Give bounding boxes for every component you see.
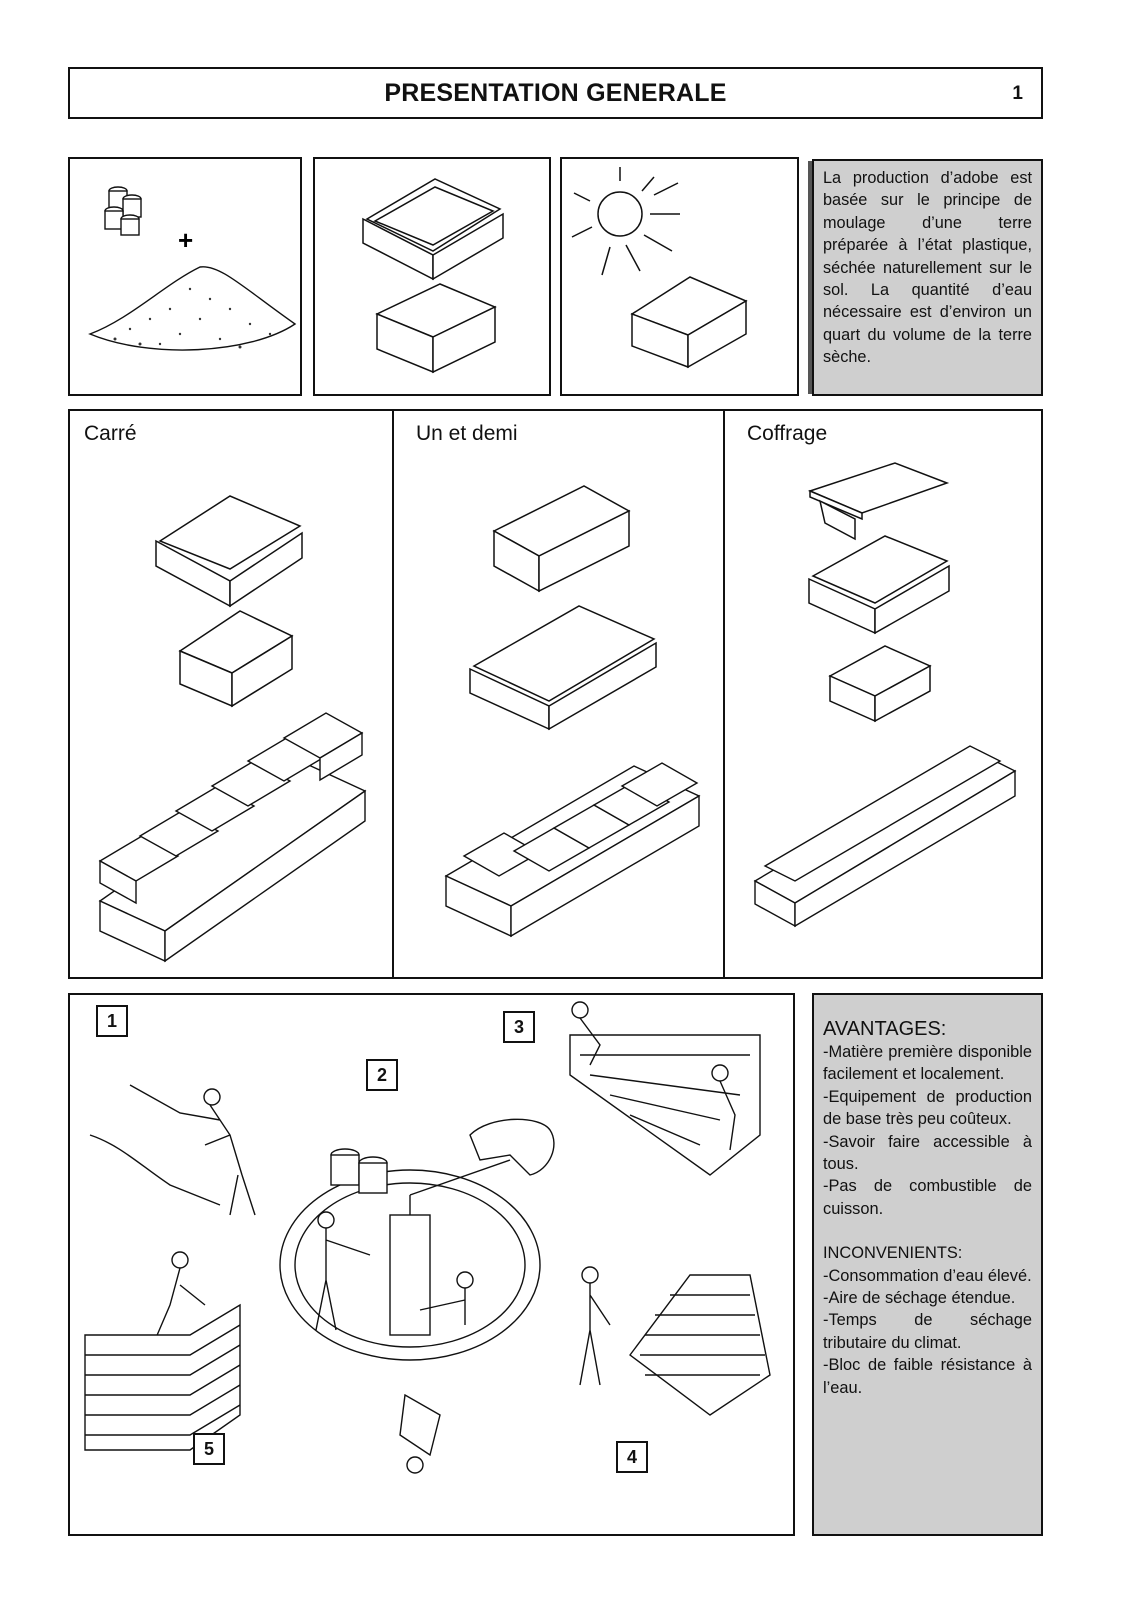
advantage-item: -Pas de combustible de cuisson. bbox=[823, 1177, 1032, 1218]
column-coffrage: Coffrage bbox=[725, 411, 1041, 977]
page-number: 1 bbox=[1012, 83, 1023, 104]
panel-sun-drying bbox=[560, 157, 799, 396]
mould-illustration bbox=[362, 178, 504, 374]
intro-text: La production d’adobe est basée sur le p… bbox=[823, 169, 1032, 367]
coffrage-illustration bbox=[753, 462, 1017, 928]
advantage-item: -Savoir faire accessible à tous. bbox=[823, 1132, 1032, 1174]
sun-icon bbox=[597, 191, 643, 237]
step-badge-5: 5 bbox=[193, 1433, 225, 1465]
column-un-et-demi: Un et demi bbox=[394, 411, 723, 977]
advantages-box: AVANTAGES: -Matière première disponible … bbox=[812, 993, 1043, 1536]
advantage-item: -Equipement de production de base très p… bbox=[823, 1087, 1032, 1129]
step-badge-3: 3 bbox=[503, 1011, 535, 1043]
advantage-item: -Matière première disponible facilement … bbox=[823, 1043, 1032, 1084]
panel-soil-water: + bbox=[68, 157, 302, 396]
soil-heap-icon bbox=[88, 266, 297, 351]
process-box: 1 2 3 4 5 bbox=[68, 993, 795, 1536]
label-coffrage: Coffrage bbox=[747, 422, 828, 445]
process-illustration bbox=[84, 1001, 771, 1474]
step-badge-2: 2 bbox=[366, 1059, 398, 1091]
column-divider bbox=[723, 411, 725, 977]
label-un-et-demi: Un et demi bbox=[416, 422, 518, 445]
inconvenient-item: -Bloc de faible résistance à l’eau. bbox=[823, 1356, 1032, 1397]
advantages-title: AVANTAGES: bbox=[823, 1018, 947, 1040]
sun-drying-illustration bbox=[571, 167, 748, 369]
label-carre: Carré bbox=[84, 422, 137, 445]
panel-mould bbox=[313, 157, 551, 396]
column-divider bbox=[392, 411, 394, 977]
inconvenient-item: -Aire de séchage étendue. bbox=[823, 1289, 1016, 1308]
inconvenients-title: INCONVENIENTS: bbox=[823, 1244, 963, 1263]
header-box: PRESENTATION GENERALE 1 bbox=[68, 67, 1043, 119]
mould-types-box: Carré bbox=[68, 409, 1043, 979]
inconvenient-item: -Temps de séchage tributaire du climat. bbox=[823, 1311, 1032, 1352]
column-carre: Carré bbox=[70, 411, 392, 977]
intro-text-box: La production d’adobe est basée sur le p… bbox=[808, 159, 1043, 396]
step-badge-4: 4 bbox=[616, 1441, 648, 1473]
plus-sign: + bbox=[178, 225, 193, 255]
un-et-demi-illustration bbox=[444, 485, 701, 938]
step-badge-1: 1 bbox=[96, 1005, 128, 1037]
inconvenient-item: -Consommation d’eau élevé. bbox=[823, 1266, 1032, 1285]
page-title: PRESENTATION GENERALE bbox=[384, 79, 727, 107]
soil-heap-illustration: + bbox=[88, 186, 297, 351]
carre-illustration bbox=[98, 495, 367, 963]
